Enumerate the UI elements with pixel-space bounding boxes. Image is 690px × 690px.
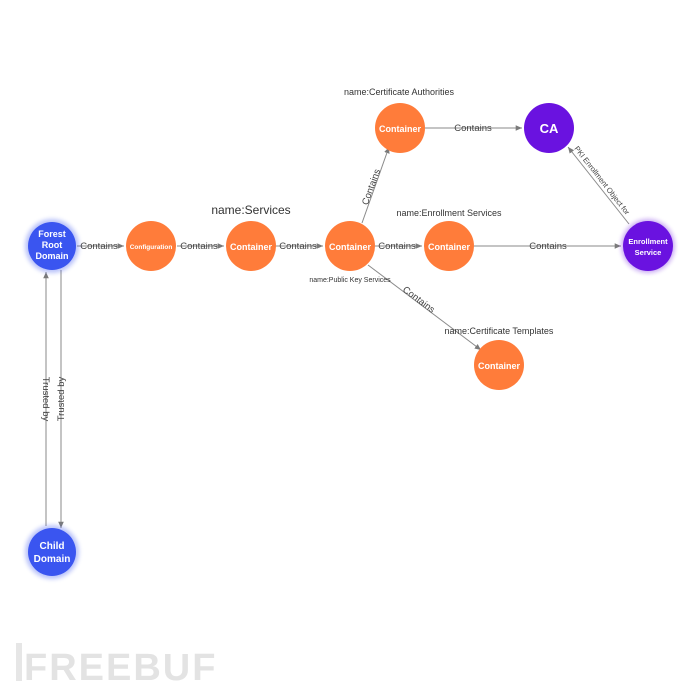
node-label-child-domain-line1: Child [40,541,65,552]
edge-label-enrollment-service-to-ca: PKI Enrollment Object for [572,144,631,217]
edge-label-root-to-child: Trusted by [56,376,67,421]
node-label-forest-root-domain-line1: Forest [38,229,66,239]
node-label-ca: CA [540,121,559,136]
node-configuration[interactable]: Configuration [126,221,176,271]
edge-label-cert-authorities-to-ca: Contains [454,123,492,134]
edge-label-pks-to-cert-authorities: Contains [360,167,383,206]
node-forest-root-domain[interactable]: Forest Root Domain [25,219,79,273]
nodes: Forest Root Domain Child Domain Configur… [25,103,675,579]
edge-label-root-to-configuration: Contains [80,241,118,252]
node-label-enrollment-service-line2: Service [635,248,662,257]
node-services-container[interactable]: Container [226,221,276,271]
node-public-key-services-container[interactable]: Container [325,221,375,271]
node-certificate-templates-container[interactable]: Container [474,340,524,390]
edge-enrollment-service-to-ca [567,146,630,225]
node-enrollment-services-container[interactable]: Container [424,221,474,271]
node-label-enrollment-service-line1: Enrollment [628,237,668,246]
node-enrollment-service[interactable]: Enrollment Service [621,219,675,273]
node-label-child-domain-line2: Domain [34,554,71,565]
watermark: FREEBUF [16,643,217,689]
watermark-text: FREEBUF [24,647,217,689]
edge-label-services-to-pks: Contains [279,241,317,252]
annotation-public-key-services: name:Public Key Services [309,277,391,284]
node-label-configuration: Configuration [130,244,173,251]
node-label-forest-root-domain-line2: Root [42,240,63,250]
node-label-certificate-templates: Container [478,361,521,371]
edge-pks-to-cert-templates [367,264,482,351]
node-ca[interactable]: CA [524,103,574,153]
edge-label-configuration-to-services: Contains [180,241,218,252]
edge-label-child-to-root: Trusted by [40,377,51,422]
annotation-certificate-templates: name:Certificate Templates [445,326,554,336]
node-child-domain[interactable]: Child Domain [25,525,79,579]
node-label-forest-root-domain-line3: Domain [35,251,68,261]
node-label-public-key-services: Container [329,242,372,252]
node-label-enrollment-services: Container [428,242,471,252]
annotation-services: name:Services [211,203,290,217]
node-label-certificate-authorities: Container [379,124,422,134]
edge-label-pks-to-enrollment-services: Contains [378,241,416,252]
node-label-services: Container [230,242,273,252]
node-annotations: name:Services name:Certificate Authoriti… [211,87,554,336]
edge-label-enrollment-services-to-enrollment-service: Contains [529,241,567,252]
node-certificate-authorities-container[interactable]: Container [375,103,425,153]
annotation-certificate-authorities: name:Certificate Authorities [344,87,455,97]
edge-label-pks-to-cert-templates: Contains [400,284,437,316]
edge-pks-to-cert-authorities [361,146,390,224]
annotation-enrollment-services: name:Enrollment Services [396,208,502,218]
